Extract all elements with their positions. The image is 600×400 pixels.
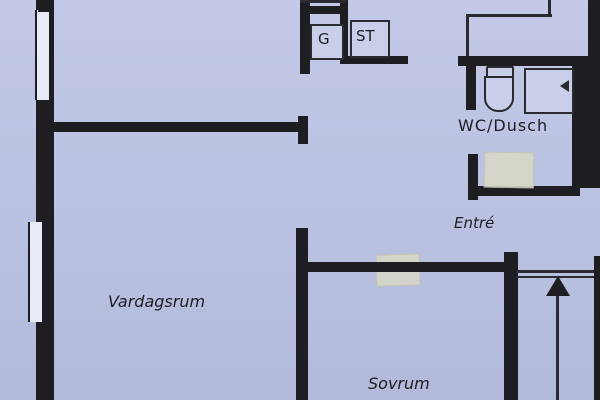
bathroom-wall-left-lower: [468, 154, 478, 200]
bedroom-wall-right: [504, 252, 518, 400]
st-label: ST: [356, 27, 375, 45]
closet-wall-top: [300, 6, 346, 14]
toilet-bowl: [484, 76, 514, 112]
bedroom-wall-left: [296, 228, 308, 400]
upper-right-line-3: [548, 0, 551, 16]
upper-right-line-2: [466, 14, 552, 17]
window-lower-left: [28, 222, 44, 322]
g-label: G: [318, 30, 330, 48]
exterior-wall-right-top: [588, 0, 600, 60]
closet-wall-bottom: [340, 56, 408, 64]
closet-wall-mid: [340, 0, 348, 62]
bedroom-wall-top: [300, 262, 512, 272]
bathroom-wall-right: [572, 60, 600, 188]
corridor-line-top: [516, 270, 600, 273]
stair-arrow-icon: [546, 276, 570, 296]
room-label-entrance: Entré: [454, 214, 495, 232]
bathroom-wall-left-upper: [466, 60, 476, 110]
g-box: [310, 24, 344, 60]
exterior-wall-left-top-stub: [38, 0, 54, 12]
sink-tap-icon: [560, 80, 569, 92]
room-label-bedroom: Sovrum: [368, 374, 430, 393]
closet-line-top: [300, 0, 346, 3]
st-box: [350, 20, 390, 58]
room-label-bathroom: WC/Dusch: [458, 116, 549, 135]
tape-bathroom: [483, 151, 535, 189]
window-upper-left: [35, 10, 51, 100]
room-label-living: Vardagsrum: [108, 292, 206, 311]
interior-wall-living-upper: [50, 122, 300, 132]
stair-line: [556, 290, 559, 400]
closet-wall-left: [300, 0, 310, 74]
wall-end-cap: [298, 116, 308, 144]
exterior-wall-right-bottom: [594, 256, 600, 400]
bathroom-wall-top: [458, 56, 600, 66]
upper-right-line-1: [466, 14, 469, 58]
bathroom-wall-bottom: [468, 186, 580, 196]
